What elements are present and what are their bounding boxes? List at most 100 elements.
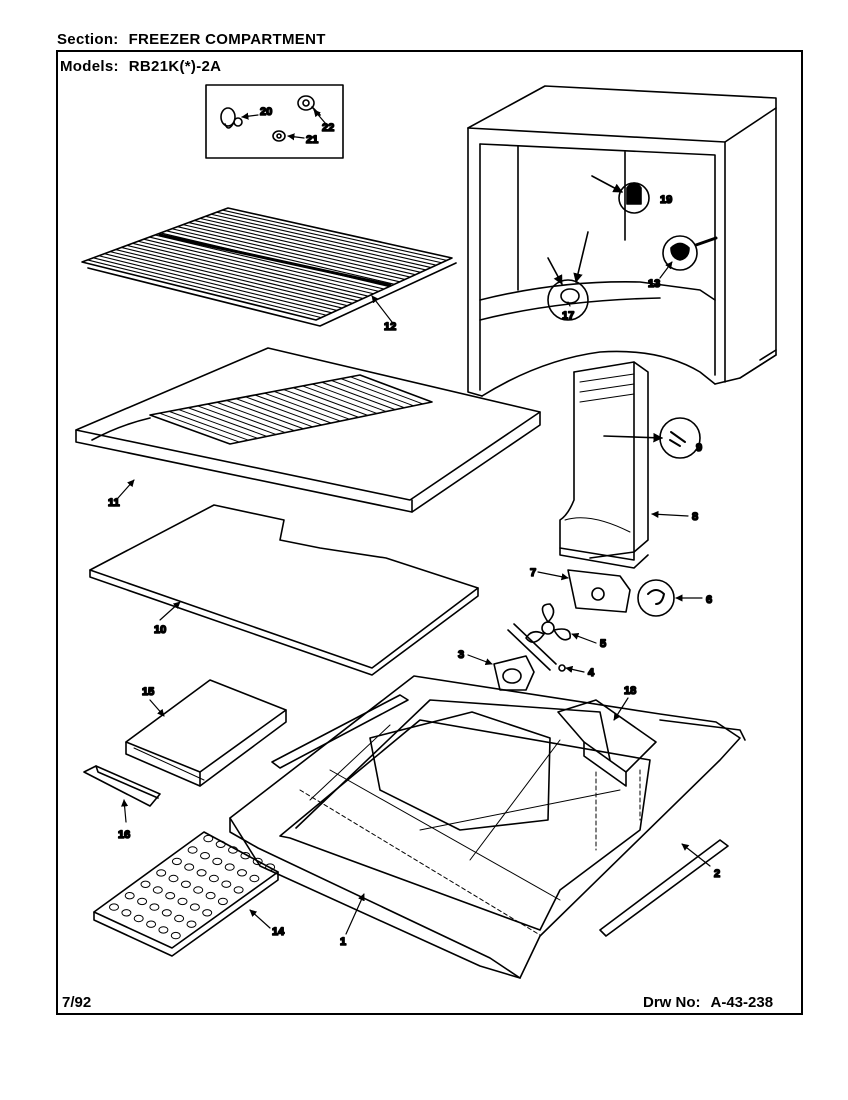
- hatch-line: [204, 215, 432, 269]
- part-6-grommet: [637, 579, 675, 617]
- hatch-line: [349, 376, 424, 405]
- ice-cup: [165, 892, 176, 900]
- hatch-line: [302, 385, 378, 414]
- footer-date: 7/92: [62, 994, 92, 1011]
- drawing-frame: [56, 50, 803, 1015]
- hatch-line: [92, 257, 328, 316]
- hatch-line: [178, 409, 259, 439]
- part-5-fan-blade: [525, 603, 571, 643]
- part-10-panel: [89, 504, 479, 676]
- hatch-line: [273, 390, 350, 420]
- ice-cup: [161, 909, 172, 917]
- hatch-line: [160, 232, 390, 288]
- drawing-number-value: A-43-238: [710, 994, 774, 1011]
- hatch-line: [188, 221, 416, 276]
- ice-cup: [215, 840, 226, 848]
- hatch-line: [235, 398, 314, 428]
- ice-cup: [158, 926, 169, 934]
- hatch-line: [193, 219, 422, 273]
- section-value: FREEZER COMPARTMENT: [128, 31, 326, 48]
- callout-leaders: [117, 109, 711, 935]
- hatch-line: [225, 399, 304, 430]
- ice-cup: [249, 874, 260, 883]
- callout-18: 18: [624, 685, 636, 697]
- models-value: RB21K(*)-2A: [128, 58, 222, 75]
- callout-15: 15: [142, 686, 154, 698]
- hatch-line: [171, 228, 401, 283]
- callout-6: 6: [706, 594, 712, 606]
- ice-cup: [180, 880, 191, 888]
- ice-cup: [174, 914, 185, 923]
- ice-cup: [208, 874, 219, 883]
- hatch-line: [168, 410, 249, 441]
- part-14-ice-tray: [93, 831, 279, 957]
- hatch-line: [221, 209, 448, 261]
- part-7-fan-bracket: [567, 569, 631, 613]
- ice-cup: [200, 852, 210, 860]
- part-22-plug: [297, 95, 321, 116]
- hatch-line: [126, 244, 359, 302]
- hatch-line: [187, 407, 268, 437]
- hatch-line: [131, 242, 364, 300]
- models-heading: Models:RB21K(*)-2A: [60, 58, 221, 75]
- part-21-washer: [272, 130, 286, 142]
- hatch-line: [98, 255, 333, 314]
- callout-21: 21: [306, 134, 318, 146]
- callout-11: 11: [108, 497, 120, 509]
- hatch-line: [165, 230, 396, 285]
- ice-cup: [133, 914, 144, 923]
- ice-cup: [240, 852, 251, 860]
- hatch-line: [199, 217, 427, 271]
- part-18-air-duct-cover: [557, 699, 657, 851]
- ice-cup: [121, 909, 132, 917]
- hatch-line: [254, 394, 332, 424]
- hatch-line: [340, 378, 415, 407]
- hatch-line: [176, 226, 406, 281]
- part-2-trim-strip: [271, 694, 746, 937]
- part-12-wire-shelf: [81, 207, 457, 327]
- part-16-ice-bin-handle: [83, 765, 161, 807]
- callout-14: 14: [272, 926, 285, 938]
- ice-cup: [228, 846, 238, 854]
- ice-cup: [109, 903, 119, 911]
- callout-7: 7: [530, 567, 536, 579]
- hatch-line: [154, 234, 385, 290]
- callout-1: 1: [340, 936, 346, 948]
- part-8-evaporator-cover: [559, 361, 649, 569]
- callout-20: 20: [260, 106, 272, 118]
- part-20-clip: [220, 107, 243, 129]
- ice-cup: [196, 869, 207, 877]
- part-17-bulb: [547, 231, 589, 321]
- hatch-line: [264, 392, 341, 422]
- hatch-line: [87, 259, 322, 319]
- hatch-line: [159, 412, 240, 443]
- hatch-line: [216, 401, 295, 432]
- callout-19: 19: [660, 194, 672, 206]
- ice-cup: [170, 931, 181, 940]
- callout-10: 10: [154, 624, 166, 636]
- hatch-line: [120, 246, 354, 304]
- ice-cup: [187, 846, 198, 854]
- ice-cup: [217, 897, 228, 906]
- ice-cup: [237, 869, 247, 877]
- hatch-line: [206, 403, 286, 434]
- part-9-screw: [603, 417, 701, 459]
- ice-cup: [224, 863, 235, 871]
- drawing-number-label: Drw No:: [643, 994, 701, 1011]
- callout-22: 22: [322, 122, 334, 134]
- section-heading: Section: FREEZER COMPARTMENT: [57, 31, 326, 48]
- section-label: Section:: [57, 31, 119, 48]
- callout-13: 13: [648, 278, 660, 290]
- ice-cup: [189, 903, 200, 911]
- callout-17: 17: [562, 310, 574, 322]
- part-13-thermostat-knob: [662, 235, 718, 271]
- hatch-line: [210, 213, 437, 266]
- hatch-line: [292, 387, 369, 416]
- ice-cup: [177, 897, 188, 906]
- ice-cup: [184, 863, 195, 871]
- footer-drawing-number: Drw No: A-43-238: [643, 994, 773, 1011]
- ice-cup: [193, 886, 204, 894]
- ice-cup: [168, 874, 179, 883]
- callout-4: 4: [588, 667, 595, 679]
- hardware-inset: [205, 84, 344, 159]
